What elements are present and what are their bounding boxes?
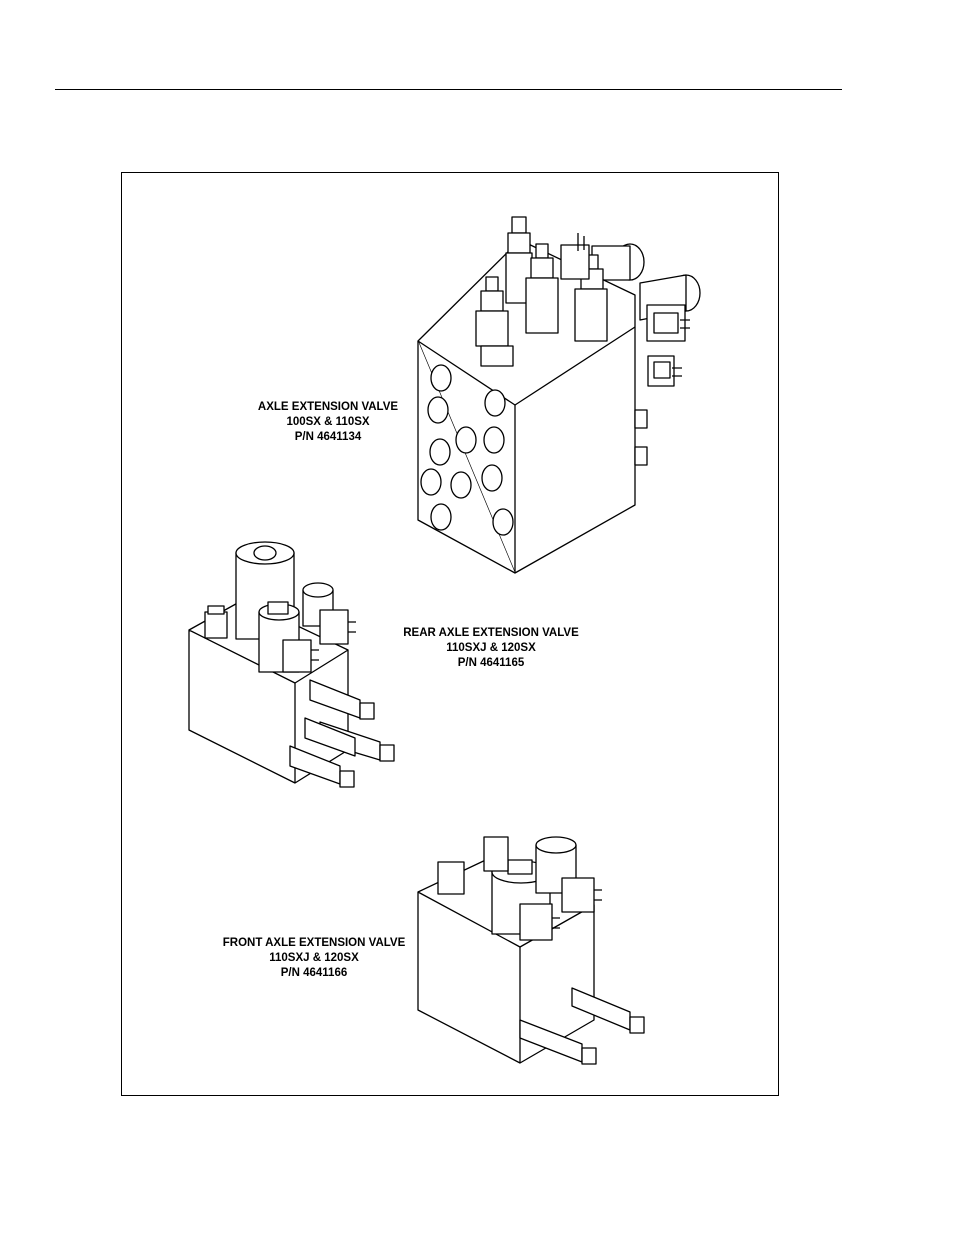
valve-name: FRONT AXLE EXTENSION VALVE xyxy=(211,936,417,951)
valve-models: 110SXJ & 120SX xyxy=(211,951,417,966)
rear-axle-extension-valve-label: REAR AXLE EXTENSION VALVE 110SXJ & 120SX… xyxy=(391,626,591,671)
valve-name: AXLE EXTENSION VALVE xyxy=(238,400,418,415)
valve-models: 110SXJ & 120SX xyxy=(391,641,591,656)
axle-extension-valve-label: AXLE EXTENSION VALVE 100SX & 110SX P/N 4… xyxy=(238,400,418,445)
valve-part-number: P/N 4641134 xyxy=(238,430,418,445)
axle-extension-valve-drawing xyxy=(418,217,700,573)
front-axle-extension-valve-label: FRONT AXLE EXTENSION VALVE 110SXJ & 120S… xyxy=(211,936,417,981)
valve-name: REAR AXLE EXTENSION VALVE xyxy=(391,626,591,641)
front-axle-extension-valve-drawing xyxy=(418,837,644,1064)
valve-part-number: P/N 4641165 xyxy=(391,656,591,671)
valve-part-number: P/N 4641166 xyxy=(211,966,417,981)
valve-models: 100SX & 110SX xyxy=(238,415,418,430)
rear-axle-extension-valve-drawing xyxy=(189,542,394,787)
